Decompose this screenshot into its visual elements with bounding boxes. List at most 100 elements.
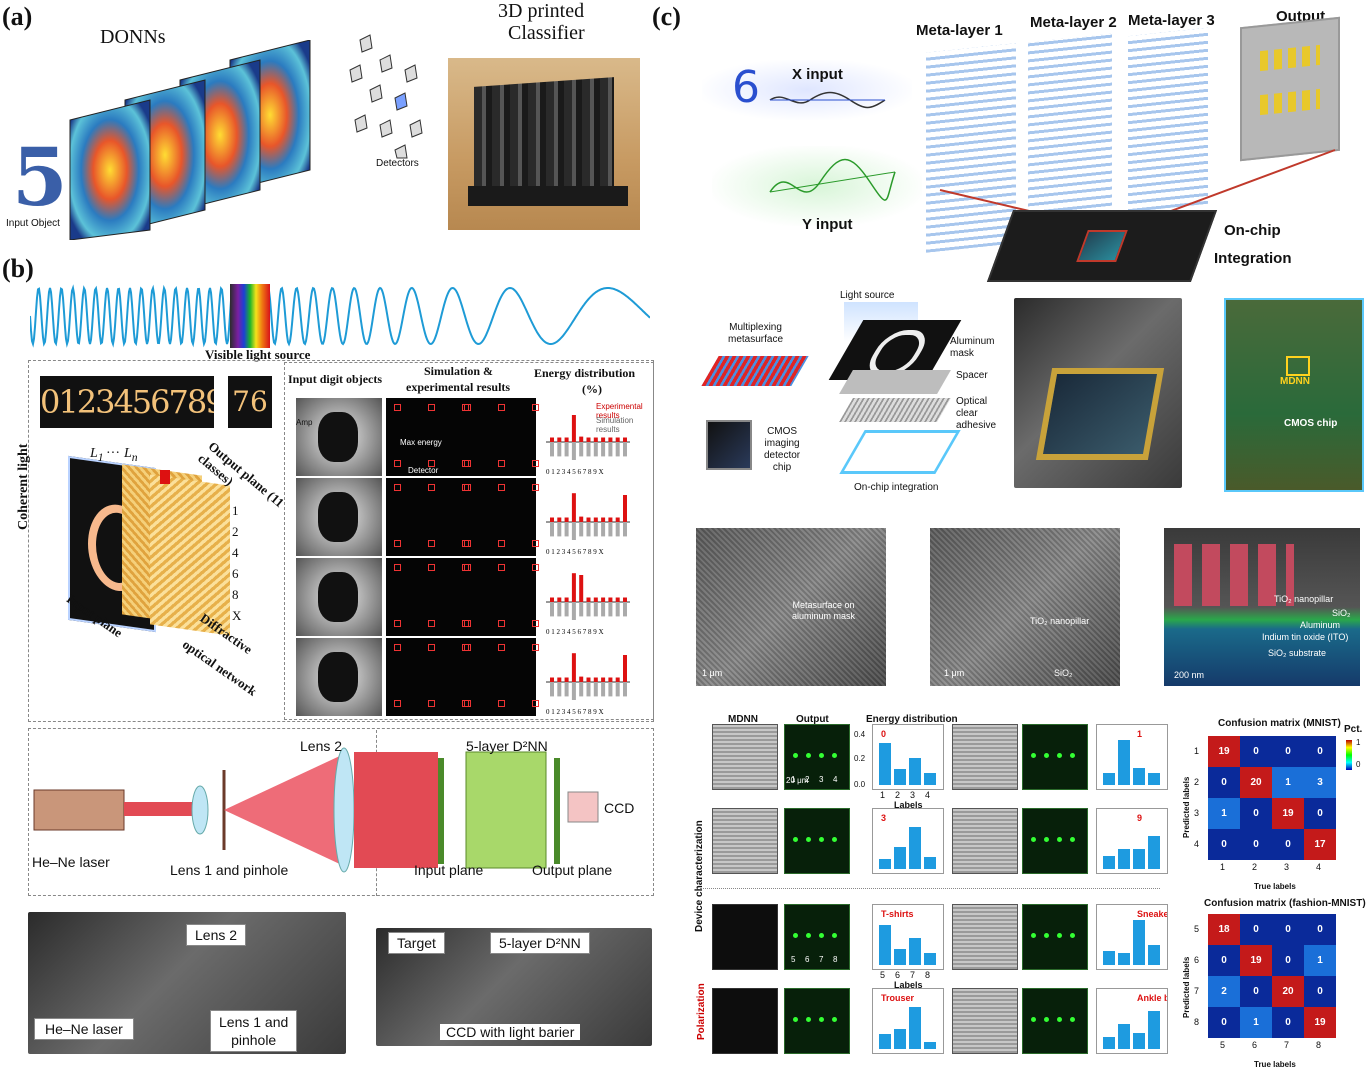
output-spot [832,1017,837,1022]
simulation-bar [557,682,562,697]
energy-bar [909,938,921,965]
experimental-bar [557,677,562,682]
bar-label: 4 [925,790,931,800]
output-spot [1031,837,1036,842]
detector-square [464,700,471,707]
output-spot [819,753,824,758]
energy-bar [894,1029,906,1049]
col-energy: Energy distribution [866,714,958,725]
cm1-title: Confusion matrix (MNIST) [1218,718,1341,729]
simulation-image [386,398,539,476]
experimental-bar [586,437,591,442]
output-spot [1057,933,1062,938]
cm2-ylabel: Predicted labels [1182,956,1191,1018]
output-number: 8 [833,955,838,964]
mdnn-image [952,724,1018,790]
sem3-al: Aluminum [1300,620,1341,630]
cm-row-label: 1 [1194,746,1200,756]
confusion-cell: 17 [1304,829,1336,860]
setup-frame [28,728,654,896]
layer-L1-label: L1 [90,446,104,464]
classifier-title-1: 3D printed [498,0,585,22]
mdnn-image [712,988,778,1054]
bar-label: 7 [910,970,916,980]
bar-label: 6 [895,970,901,980]
sem-image-3: TiO₂ nanopillar SiO₂ Aluminum Indium tin… [1164,528,1360,686]
output-label-8: 8 [232,587,239,602]
experimental-bar [623,495,627,522]
simulation-bar [608,442,613,457]
x-input-glow [702,60,912,120]
cm-col-label: 2 [1252,862,1258,872]
cm-row-label: 6 [1194,955,1200,965]
detector-square [532,460,539,467]
detector-square [428,620,435,627]
confusion-cell: 0 [1240,976,1272,1007]
experimental-bar [586,677,591,682]
sem2-sio2: SiO₂ [1054,668,1073,678]
output-spot [793,933,798,938]
mdnn-image [712,724,778,790]
detector-square [428,484,435,491]
confusion-cell: 20 [1272,976,1304,1007]
spacer-label: Spacer [956,370,988,381]
mux-meta-line2: metasurface [728,334,784,345]
energy-bar [909,758,921,785]
energy-bar [1133,920,1145,965]
output-label-6: 6 [232,566,239,581]
energy-bar [1148,945,1160,965]
energy-chart-title: 3 [881,813,886,823]
col-mdnn: MDNN [728,714,758,725]
detector-square [532,620,539,627]
setup-input-plane-label: Input plane [414,862,484,878]
energy-chart-title: 1 [1137,729,1142,739]
legend-exp: Experimental results [596,402,643,420]
light-spectrum-wave [30,284,650,348]
setup-ccd-label: CCD [604,800,635,816]
confusion-cell: 0 [1304,976,1336,1007]
layer-Ln-label: Ln [124,446,138,464]
photo-lens1-line1: Lens 1 and [219,1014,289,1030]
output-spot [1044,1017,1049,1022]
experimental-bar [615,517,620,522]
experimental-bar [593,437,598,442]
simulation-bar [557,602,562,617]
experimental-bar [550,597,554,602]
experimental-bar [579,516,584,522]
experimental-bar [623,655,627,682]
simulation-bar [550,522,554,537]
experimental-bar [608,677,613,682]
col-input-digit: Input digit objects [288,372,383,386]
experimental-bar [593,517,598,522]
bar-label: 5 [880,970,886,980]
energy-bar [894,769,906,785]
input-object-label: Input Object [6,218,60,229]
confusion-cell: 20 [1240,767,1272,798]
y-tick: 0.4 [854,730,866,739]
colorbar [1346,740,1352,770]
confusion-cell: 0 [1208,945,1240,976]
energy-bar [924,1042,936,1049]
output-spot [1044,837,1049,842]
detector-square [532,484,539,491]
experimental-bar [571,415,576,442]
experimental-bar [579,575,584,602]
detector-square [394,620,401,627]
detector-square [394,484,401,491]
3d-printed-photo [448,58,640,230]
detector-square [532,644,539,651]
labels-caption: Labels [894,980,923,990]
confusion-cell: 0 [1240,914,1272,945]
output-label-1: 1 [232,503,239,518]
confusion-cell: 0 [1304,914,1336,945]
confusion-cell: 1 [1272,767,1304,798]
simulation-bar [623,522,627,537]
simulation-bar [623,442,627,457]
meta-layer-1-label: Meta-layer 1 [916,22,1003,39]
photo-lens2-label: Lens 2 [186,924,247,946]
output-spot [1057,753,1062,758]
confusion-cell: 0 [1272,736,1304,767]
detector-label: Detector [408,466,439,475]
energy-bar [1118,1024,1130,1049]
